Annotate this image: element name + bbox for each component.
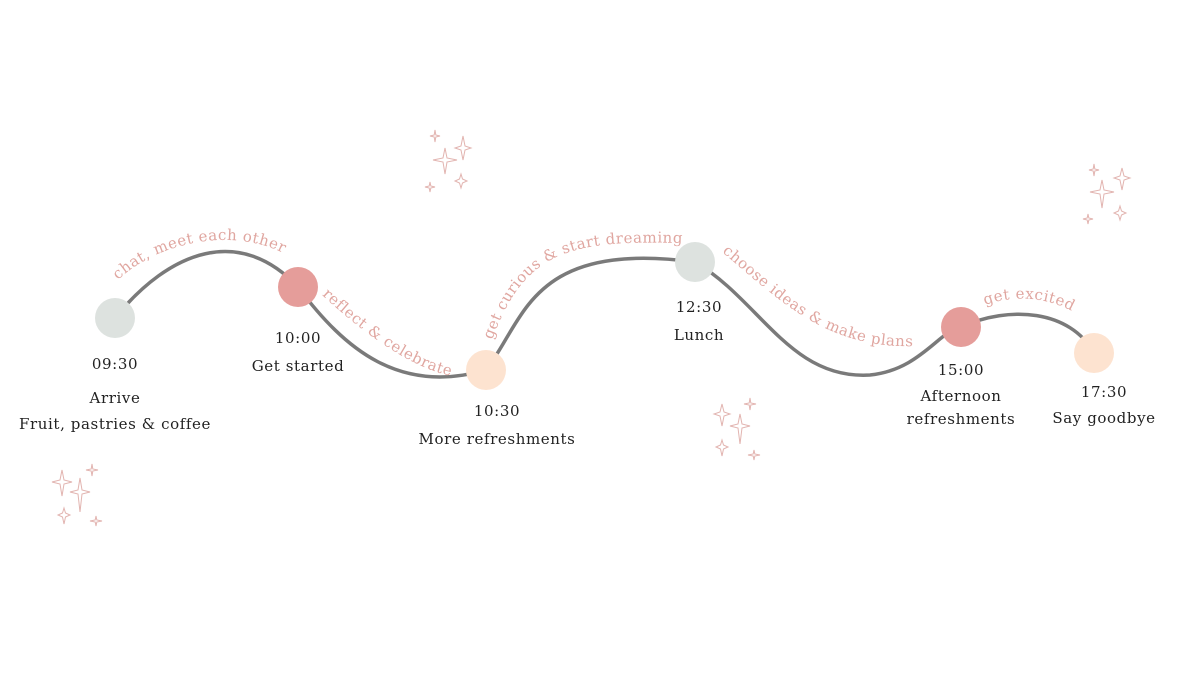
- stop-dot-0: [95, 298, 135, 338]
- stop-time-5: 17:30: [1081, 383, 1127, 401]
- segment-label-2-path: get curious & start dreaming: [479, 229, 683, 342]
- sparkle-cluster-icon: [51, 463, 103, 527]
- stop-dot-2: [466, 350, 506, 390]
- segment-label-2: get curious & start dreaming: [479, 229, 683, 342]
- segment-label-4-path: get excited: [981, 285, 1078, 315]
- stop-desc-4-line-1: refreshments: [907, 410, 1016, 428]
- stop-dot-1: [278, 267, 318, 307]
- stop-desc-1-line-0: Get started: [252, 357, 345, 375]
- stop-desc-4-line-0: Afternoon: [920, 387, 1002, 405]
- segment-label-4: get excited: [981, 285, 1079, 315]
- stop-time-2: 10:30: [474, 402, 520, 420]
- sparkle-cluster-icon: [1082, 163, 1132, 225]
- stop-time-0: 09:30: [92, 355, 138, 373]
- stop-dot-4: [941, 307, 981, 347]
- stop-dot-3: [675, 242, 715, 282]
- stop-desc-3-line-0: Lunch: [674, 326, 724, 344]
- sparkle-cluster-icon: [424, 129, 473, 193]
- stop-time-3: 12:30: [676, 298, 722, 316]
- stop-time-4: 15:00: [938, 361, 984, 379]
- stop-desc-0-line-1: Fruit, pastries & coffee: [19, 415, 211, 433]
- sparkle-cluster-icon: [712, 397, 761, 461]
- stop-dot-5: [1074, 333, 1114, 373]
- stop-desc-5-line-0: Say goodbye: [1052, 409, 1155, 427]
- stop-time-1: 10:00: [275, 329, 321, 347]
- stop-desc-2-line-0: More refreshments: [419, 430, 576, 448]
- segment-label-3: choose ideas & make plans: [719, 241, 913, 350]
- segment-label-3-path: choose ideas & make plans: [719, 241, 913, 350]
- stop-desc-0-line-0: Arrive: [89, 389, 141, 407]
